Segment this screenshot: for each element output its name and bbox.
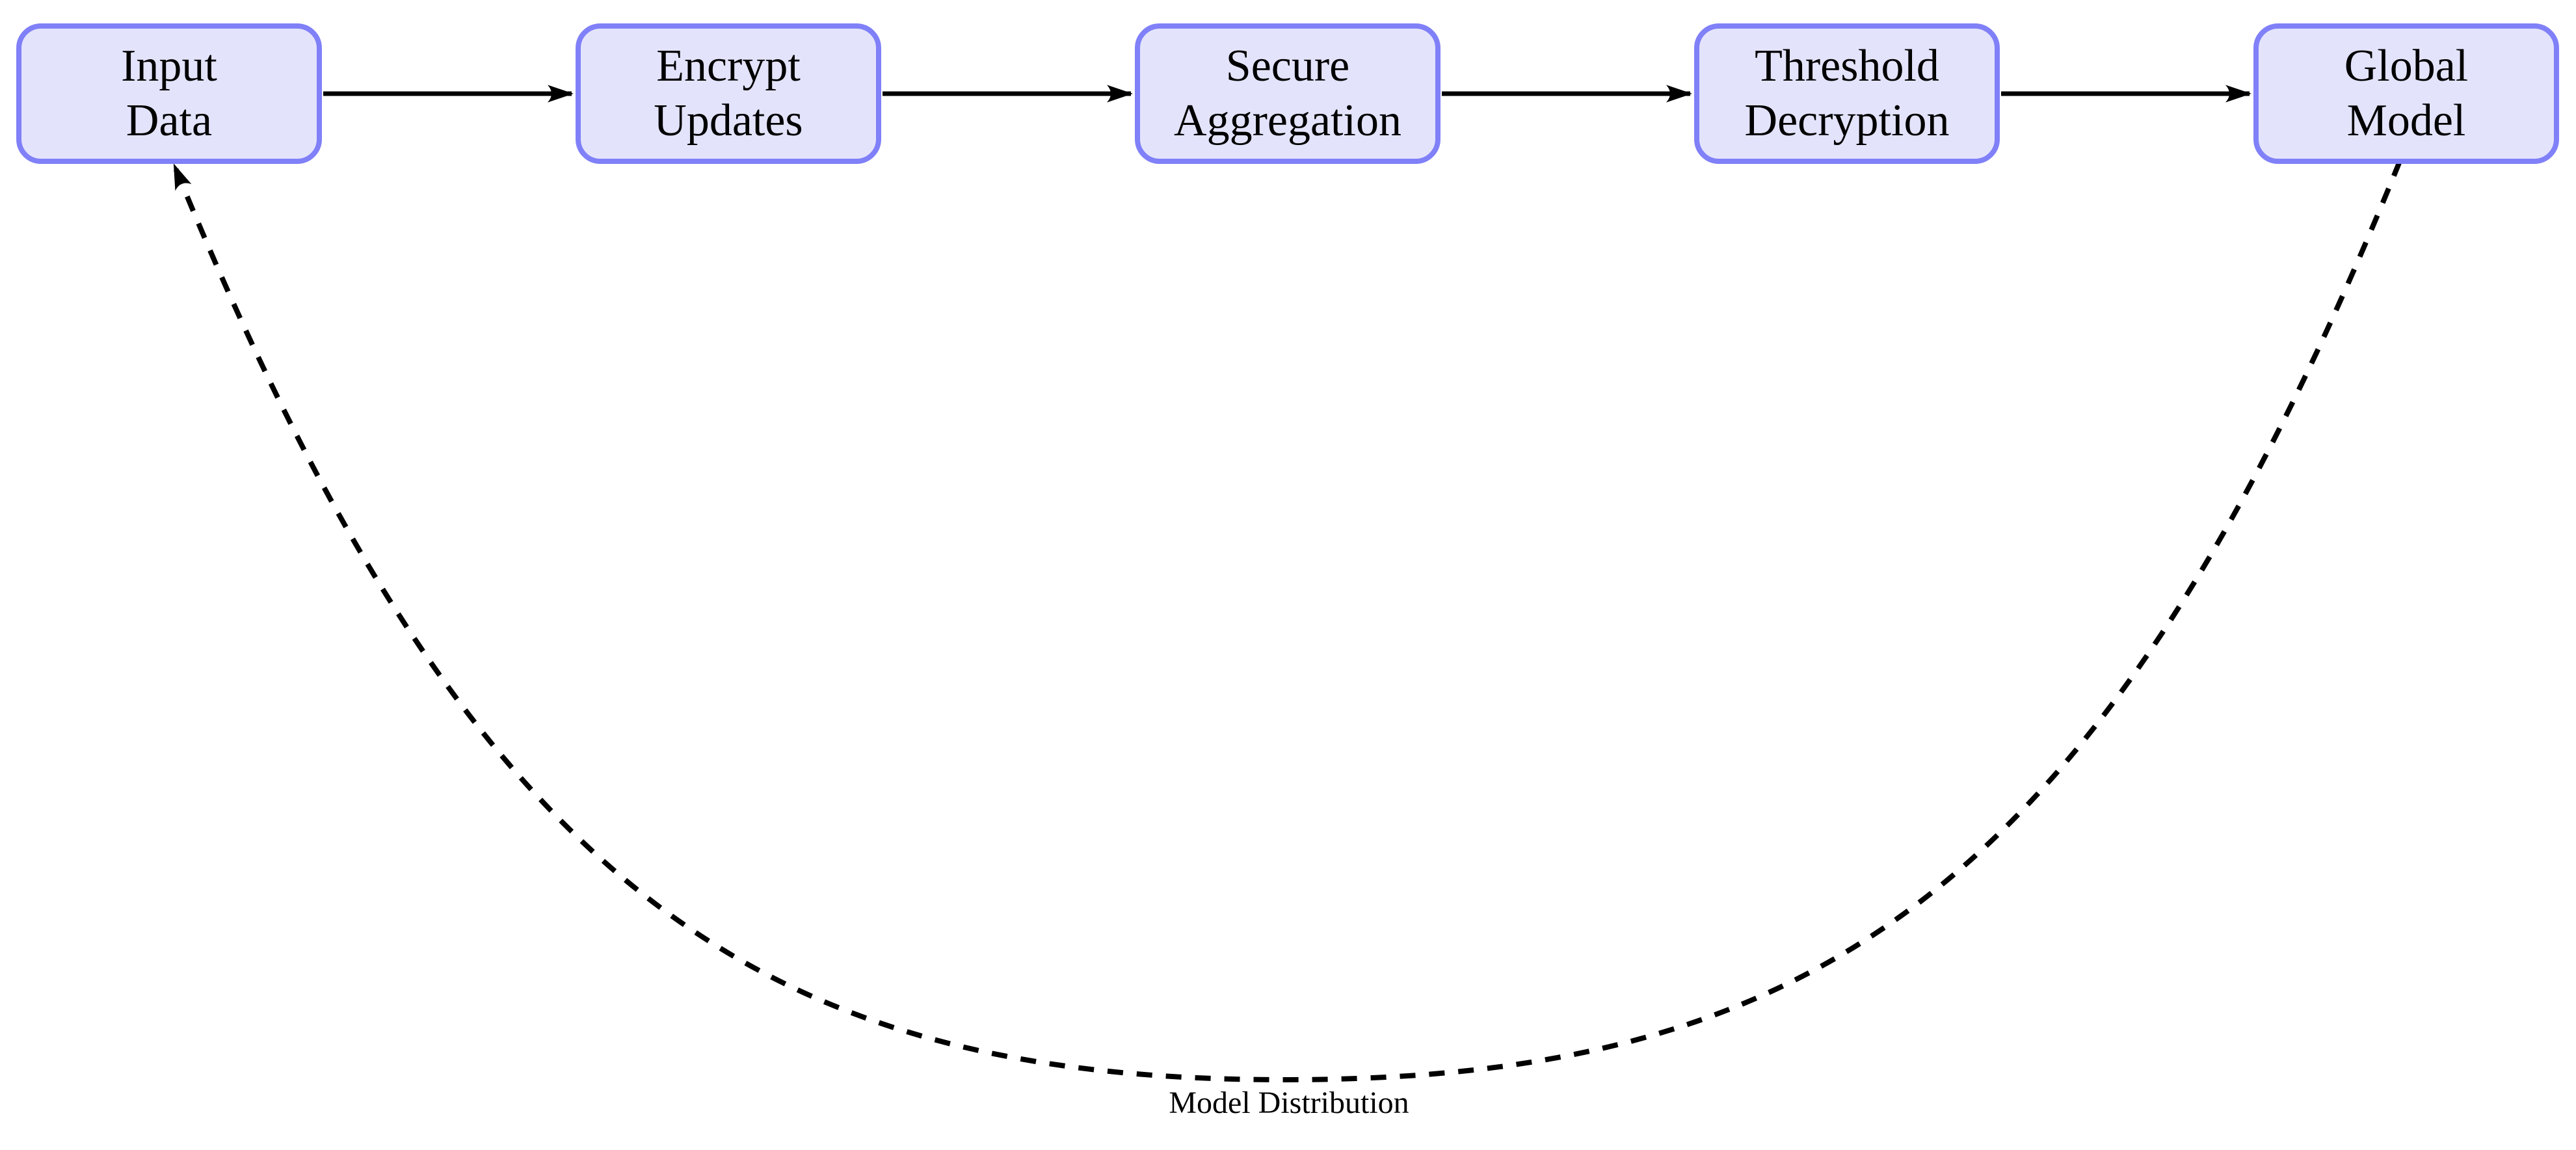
edge-label-model-distribution: Model Distribution [1169,1086,1409,1120]
node-input-data: Input Data [16,23,322,164]
edge-model-distribution-curve [172,160,2402,1083]
node-secure-aggregation: Secure Aggregation [1135,23,1441,164]
node-encrypt-updates: Encrypt Updates [576,23,881,164]
node-threshold-decryption: Threshold Decryption [1694,23,2000,164]
node-global-model: Global Model [2253,23,2559,164]
